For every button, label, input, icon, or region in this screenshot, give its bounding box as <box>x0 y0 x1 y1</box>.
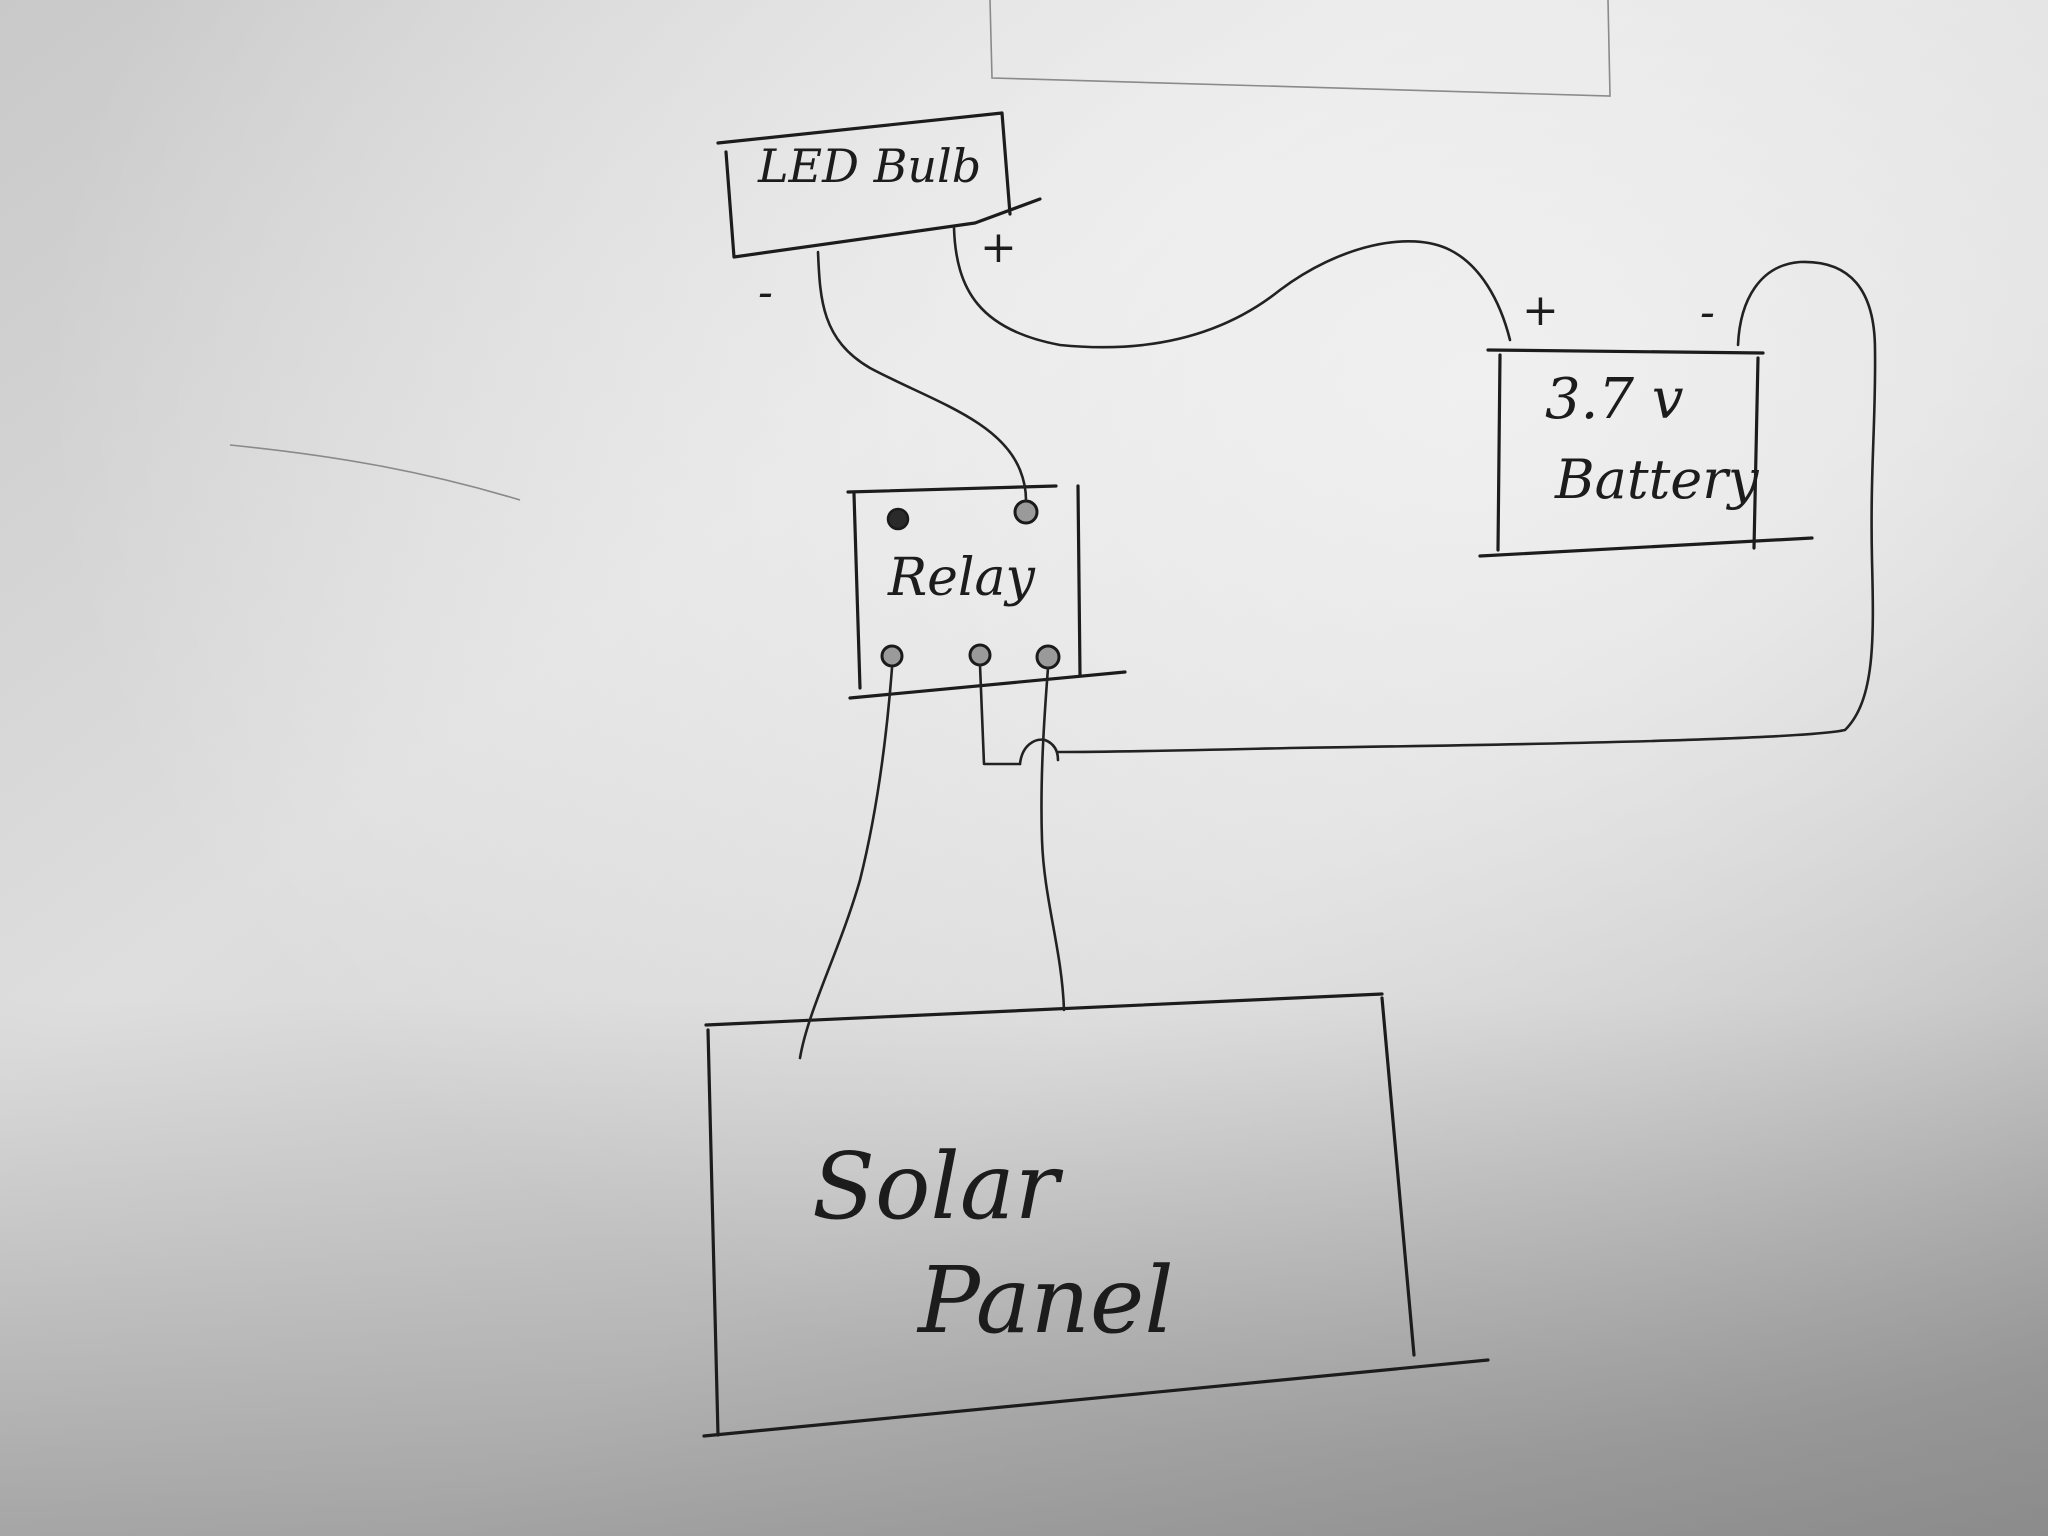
wire-battery-neg-to-relay <box>1056 260 1877 754</box>
relay: Relay <box>846 484 1127 700</box>
solar-panel-box-top <box>704 992 1384 1027</box>
wire-led-pos-to-battery-pos <box>952 226 1512 349</box>
wires <box>798 226 1877 1060</box>
show-through-box <box>989 0 1611 97</box>
battery-label-voltage: 3.7 v <box>1545 367 1684 432</box>
wire-crossing-arc <box>1018 738 1060 766</box>
paper-crease <box>229 444 521 501</box>
led-bulb-box-top <box>716 111 1012 216</box>
battery-label-name: Battery <box>1554 448 1760 511</box>
solar-panel-label-solar: Solar <box>812 1133 1064 1240</box>
led-bulb-label: LED Bulb <box>757 139 981 193</box>
relay-label: Relay <box>887 548 1036 608</box>
relay-box-bottom <box>848 670 1127 700</box>
battery-pos-sign: + <box>1522 285 1559 336</box>
wire-led-neg-to-relay <box>816 250 1028 502</box>
relay-terminal-top-left <box>886 507 910 531</box>
battery-neg-sign: - <box>1700 287 1715 338</box>
wire-relay-to-solar-pos <box>1040 666 1066 1012</box>
wire-relay-to-solar-neg <box>798 666 894 1060</box>
relay-terminal-bottom-right <box>1035 644 1061 670</box>
battery: 3.7 v Battery + - <box>1478 285 1814 558</box>
relay-terminal-bottom-left <box>880 644 904 668</box>
led-bulb-pos-sign: + <box>980 222 1017 273</box>
battery-box-top <box>1486 348 1765 355</box>
battery-box-bottom <box>1478 536 1814 558</box>
led-bulb-box-bottom <box>724 150 1042 259</box>
solar-panel-label-panel: Panel <box>916 1247 1174 1354</box>
relay-terminal-bottom-mid <box>968 643 992 667</box>
led-bulb: LED Bulb - + <box>716 111 1042 318</box>
led-bulb-neg-sign: - <box>758 267 773 318</box>
relay-terminal-top-right <box>1013 499 1039 525</box>
solar-panel: Solar Panel <box>702 992 1490 1438</box>
solar-panel-box-bottom <box>702 1358 1490 1438</box>
wire-relay-mid-junction <box>978 663 1022 766</box>
relay-box-top <box>846 484 1058 494</box>
